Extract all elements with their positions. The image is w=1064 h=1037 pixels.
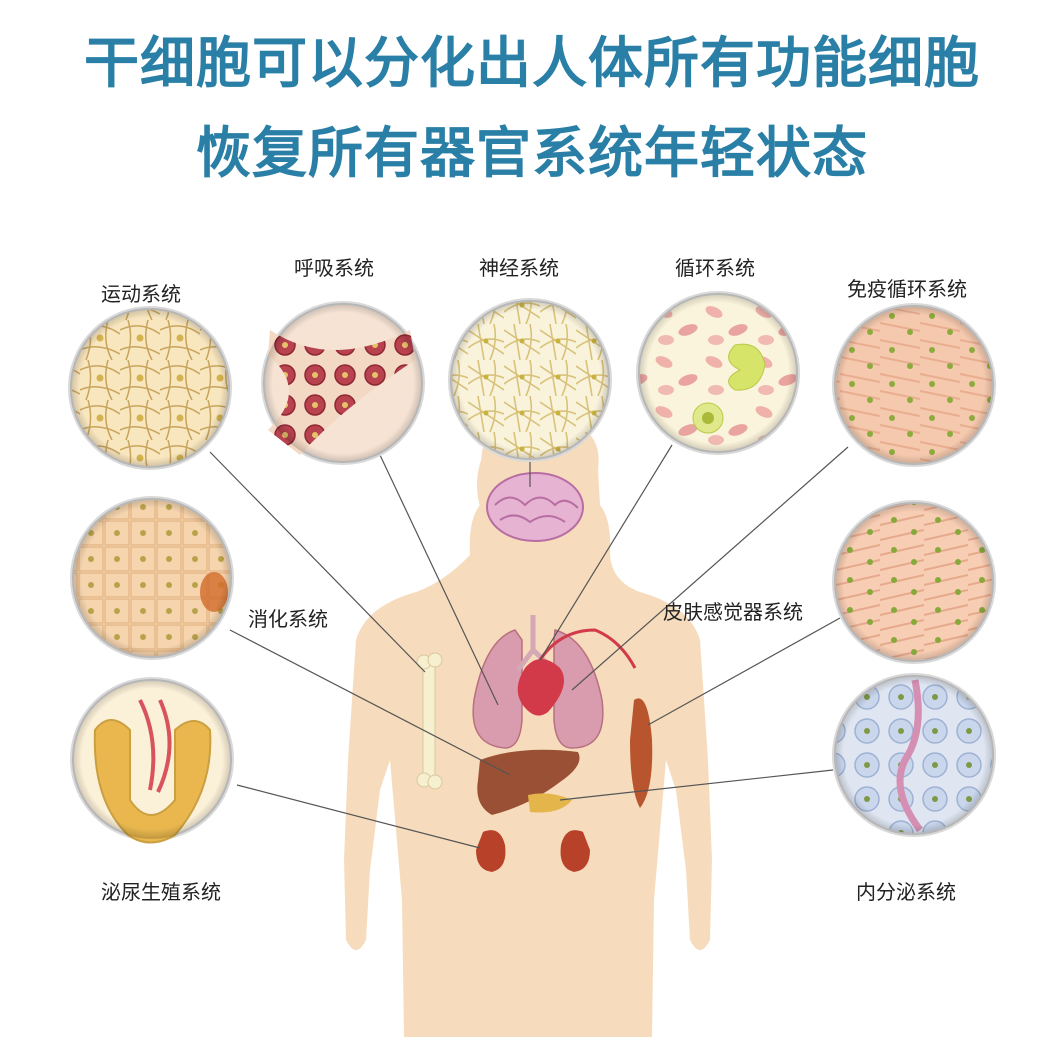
label-circulatory-system: 循环系统 xyxy=(675,256,755,280)
label-skin-sensory-system: 皮肤感觉器系统 xyxy=(663,600,803,624)
label-urogenital-system: 泌尿生殖系统 xyxy=(101,880,221,904)
nervous-cell-circle xyxy=(448,298,612,462)
respiratory-cell-circle xyxy=(261,301,425,465)
lungs-icon xyxy=(472,615,604,749)
label-motor-system: 运动系统 xyxy=(101,282,181,306)
digestive-cell-circle xyxy=(70,496,234,660)
kidneys-icon xyxy=(476,830,590,872)
liver-icon xyxy=(477,749,580,815)
circulatory-cell-circle xyxy=(636,291,800,455)
endocrine-cell-circle xyxy=(832,673,996,837)
bone-icon xyxy=(416,652,443,790)
headline-line-1: 干细胞可以分化出人体所有功能细胞 xyxy=(83,31,980,95)
muscle-icon xyxy=(630,698,653,808)
label-respiratory-system: 呼吸系统 xyxy=(294,256,374,280)
label-digestive-system: 消化系统 xyxy=(248,607,328,631)
headline-line-2: 恢复所有器官系统年轻状态 xyxy=(195,121,868,185)
brain-icon xyxy=(486,472,584,542)
label-immune-system: 免疫循环系统 xyxy=(847,277,967,301)
leader-lines xyxy=(209,444,849,849)
motor-cell-circle xyxy=(68,306,232,470)
immune-cell-circle xyxy=(832,303,996,467)
urogenital-cell-circle xyxy=(70,677,234,844)
skin-cell-circle xyxy=(832,500,996,664)
label-nervous-system: 神经系统 xyxy=(479,256,559,280)
label-endocrine-system: 内分泌系统 xyxy=(856,880,956,904)
heart-icon xyxy=(517,628,637,716)
